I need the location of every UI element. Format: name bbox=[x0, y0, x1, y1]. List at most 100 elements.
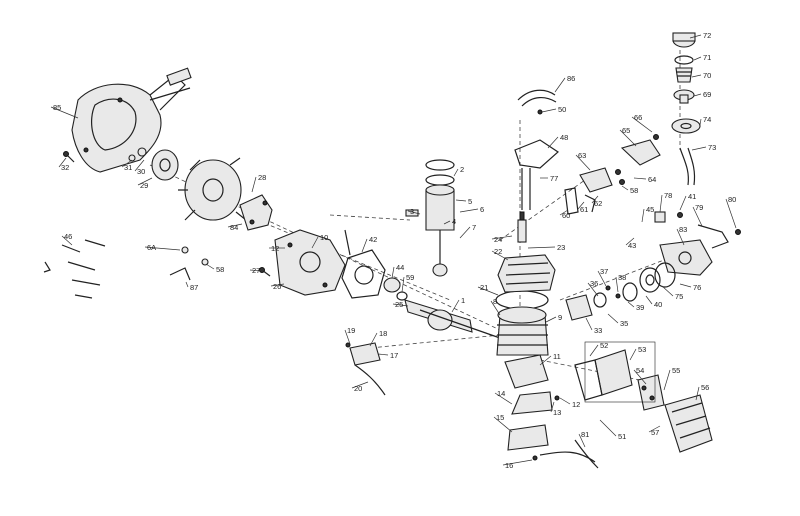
crankcase-lower bbox=[504, 354, 560, 461]
callout-leader-line bbox=[627, 301, 635, 308]
callout-leader-line bbox=[459, 226, 471, 239]
callout-c54: 54 bbox=[633, 366, 647, 385]
callout-c16: 16 bbox=[502, 459, 533, 470]
callout-number: 25 bbox=[395, 300, 403, 309]
callout-number: 58 bbox=[216, 265, 224, 274]
callout-number: 39 bbox=[636, 303, 644, 312]
callout-leader-line bbox=[559, 209, 569, 216]
callout-leader-line bbox=[502, 459, 533, 466]
callout-leader-line bbox=[134, 159, 145, 172]
callout-number: 55 bbox=[672, 366, 680, 375]
callout-c64: 64 bbox=[633, 175, 656, 184]
callout-c33: 33 bbox=[585, 317, 602, 335]
callout-number: 42 bbox=[369, 235, 377, 244]
callout-number: 40 bbox=[654, 300, 662, 309]
callout-c76: 76 bbox=[679, 283, 701, 292]
callout-leader-line bbox=[539, 355, 552, 366]
callout-leader-line bbox=[251, 176, 257, 193]
callout-c63: 63 bbox=[575, 151, 591, 171]
callout-c51: 51 bbox=[599, 419, 626, 441]
callout-c46: 46 bbox=[61, 232, 73, 246]
spark-boot bbox=[517, 89, 557, 115]
callout-leader-line bbox=[443, 220, 451, 225]
callout-number: 66 bbox=[634, 113, 642, 122]
callout-number: 53 bbox=[638, 345, 646, 354]
callout-number: 60 bbox=[562, 211, 570, 220]
callout-number: 3 bbox=[410, 207, 414, 216]
callout-c39: 39 bbox=[627, 301, 644, 312]
callout-c13: 13 bbox=[550, 401, 561, 417]
callout-c15: 15 bbox=[493, 413, 513, 433]
callout-number: 85 bbox=[53, 103, 61, 112]
callout-leader-line bbox=[599, 419, 617, 437]
callout-number: 6A bbox=[147, 243, 156, 252]
callout-number: 57 bbox=[651, 428, 659, 437]
callout-c50: 50 bbox=[541, 105, 566, 114]
assembly-axis-lines bbox=[149, 50, 691, 381]
callout-c79: 79 bbox=[692, 203, 703, 227]
callout-number: 51 bbox=[618, 432, 626, 441]
callout-number: 61 bbox=[580, 205, 588, 214]
callout-leader-line bbox=[541, 108, 557, 113]
callout-c6A: 6A bbox=[144, 243, 181, 252]
callout-number: 80 bbox=[728, 195, 736, 204]
callout-number: 29 bbox=[140, 181, 148, 190]
callout-c35: 35 bbox=[607, 313, 628, 328]
callout-leader-line bbox=[578, 433, 586, 448]
callout-number: 18 bbox=[379, 329, 387, 338]
callout-number: 27 bbox=[252, 266, 260, 275]
callout-leader-line bbox=[629, 348, 637, 361]
callout-leader-line bbox=[693, 56, 702, 61]
callout-number: 73 bbox=[708, 143, 716, 152]
callout-c3: 3 bbox=[407, 207, 421, 216]
callout-number: 59 bbox=[406, 273, 414, 282]
callout-c4: 4 bbox=[443, 217, 456, 226]
cylinder-head bbox=[497, 254, 556, 293]
callout-c30: 30 bbox=[134, 159, 145, 176]
callout-number: 38 bbox=[618, 273, 626, 282]
callout-leader-line bbox=[401, 276, 405, 293]
callout-c24: 24 bbox=[491, 235, 513, 244]
callout-number: 37 bbox=[600, 267, 608, 276]
callout-number: 4 bbox=[452, 217, 456, 226]
callout-number: 19 bbox=[347, 326, 355, 335]
callout-number: 10 bbox=[320, 233, 328, 242]
callout-c56: 56 bbox=[695, 383, 709, 401]
callout-c41: 41 bbox=[679, 192, 696, 211]
callout-c62: 62 bbox=[591, 195, 602, 208]
callout-leader-line bbox=[392, 303, 409, 307]
callout-c2: 2 bbox=[453, 165, 464, 177]
callout-leader-line bbox=[58, 157, 67, 168]
callout-number: 36 bbox=[590, 279, 598, 288]
callout-c58: 58 bbox=[621, 185, 638, 195]
callout-leader-line bbox=[692, 206, 703, 227]
callout-number: 50 bbox=[558, 105, 566, 114]
callout-c26: 26 bbox=[270, 282, 285, 291]
callout-c12b: 12 bbox=[559, 397, 580, 409]
callout-number: 32 bbox=[61, 163, 69, 172]
callout-number: 56 bbox=[701, 383, 709, 392]
callout-c31: 31 bbox=[121, 159, 132, 172]
callout-number: 83 bbox=[679, 225, 687, 234]
callout-c11: 11 bbox=[539, 352, 561, 366]
callout-c45: 45 bbox=[641, 205, 654, 223]
callout-number: 7 bbox=[472, 223, 476, 232]
callout-number: 45 bbox=[646, 205, 654, 214]
callout-number: 63 bbox=[578, 151, 586, 160]
callout-c28: 28 bbox=[251, 173, 266, 193]
callout-leader-line bbox=[648, 425, 661, 433]
callout-leader-line bbox=[615, 276, 619, 293]
callout-leader-line bbox=[453, 168, 459, 177]
callout-c38: 38 bbox=[615, 273, 626, 293]
callout-leader-line bbox=[494, 392, 513, 405]
crankcase-left bbox=[274, 229, 351, 296]
cylinder bbox=[495, 290, 549, 356]
callout-number: 81 bbox=[581, 430, 589, 439]
callout-leader-line bbox=[61, 235, 73, 246]
callout-number: 35 bbox=[620, 319, 628, 328]
callout-c19: 19 bbox=[344, 326, 355, 345]
callout-number: 74 bbox=[703, 115, 711, 124]
callout-c84: 84 bbox=[227, 223, 243, 232]
callout-leader-line bbox=[641, 208, 645, 223]
